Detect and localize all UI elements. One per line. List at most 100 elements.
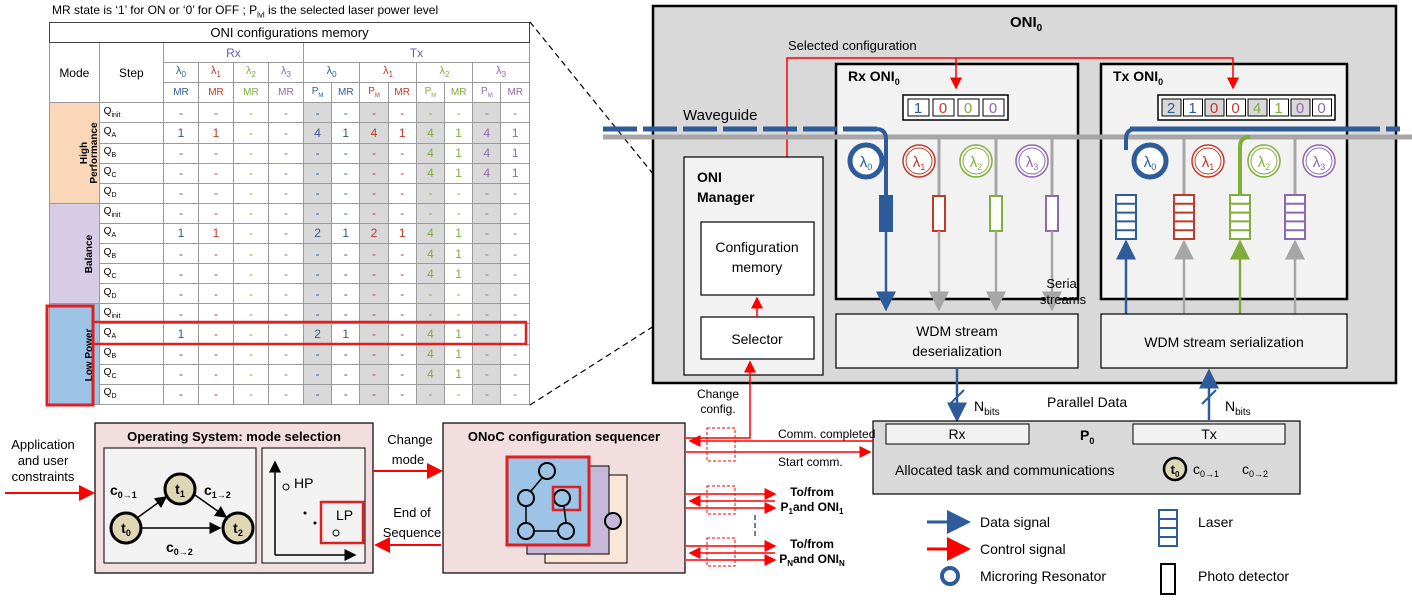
low-power-mode-highlight [45, 304, 95, 407]
task-t1-node [163, 472, 197, 506]
task-t0-node [1162, 456, 1188, 482]
tx-ring-label: λ1 [1202, 154, 1215, 172]
tx-ring-label: λ0 [1144, 154, 1157, 172]
tx-lambda-header: λ1 [359, 62, 417, 84]
table-cell: - [472, 202, 502, 224]
table-cell: - [359, 283, 389, 305]
sequencer-title: ONoC configuration sequencer [468, 429, 660, 444]
tx-bit: 0 [1296, 100, 1304, 117]
tx-bit-cell [1183, 98, 1203, 117]
table-cell: - [472, 102, 502, 124]
tx-bit-cell [1290, 98, 1311, 117]
table-cell: - [359, 102, 389, 124]
table-cell: 4 [472, 162, 502, 184]
table-cell: - [302, 202, 333, 224]
rx-bit-cell [982, 98, 1005, 117]
legend-microring: Microring Resonator [980, 568, 1106, 584]
task-t2-node [221, 511, 255, 545]
table-cell: - [359, 182, 389, 204]
table-cell: - [359, 263, 389, 285]
n-bits-rx: Nbits [974, 398, 1000, 418]
svg-text:t2: t2 [233, 520, 243, 538]
rx-photodetector-0 [879, 195, 893, 232]
rx-oni-label: Rx ONI0 [848, 68, 900, 87]
tx-bit-cell [1226, 98, 1246, 117]
tx-microring-2 [1247, 144, 1281, 178]
tx-bit-cell [1269, 98, 1289, 117]
legend-laser-icon [1158, 509, 1178, 547]
tx-ring-label: λ3 [1313, 154, 1326, 172]
mode-plot-panel [261, 447, 366, 564]
table-cell: - [359, 323, 389, 345]
rx-bit: 0 [939, 100, 947, 117]
wdm-serialization-label: WDM stream serialization [1144, 334, 1303, 350]
hp-label: HP [294, 475, 313, 491]
table-cell: - [302, 283, 333, 305]
table-cell: - [359, 343, 389, 365]
mode-label: Low Power [49, 303, 100, 405]
svg-text:t0: t0 [121, 520, 131, 538]
tx-header: Tx [302, 42, 531, 64]
rx-ring-label: λ1 [913, 154, 926, 172]
rx-bit: 1 [914, 100, 922, 117]
table-cell: - [500, 383, 530, 406]
table-cell: - [359, 142, 389, 164]
rx-photodetector-2 [989, 195, 1003, 232]
table-cell: - [415, 383, 446, 406]
rx-photodetector-1 [932, 195, 946, 232]
os-title: Operating System: mode selection [127, 429, 341, 444]
table-cell: - [500, 202, 530, 224]
table-cell: 4 [415, 263, 446, 285]
mode-header: Mode [49, 42, 100, 104]
tx-oni-label: Tx ONI0 [1113, 68, 1163, 87]
comm-c01: c0→1 [1193, 461, 1219, 479]
lp-highlight [319, 500, 365, 545]
legend-microring-icon [940, 566, 960, 586]
rx-microring-3 [1015, 144, 1049, 178]
low-power-qa-row-highlight [91, 320, 528, 346]
tx-laser-1 [1173, 194, 1195, 240]
table-cell: - [302, 162, 333, 184]
comm-completed-label: Comm. completed [778, 427, 875, 441]
rx-bit-cell [932, 98, 955, 117]
table-cell: 2 [302, 323, 333, 345]
tx-bit: 4 [1253, 100, 1261, 117]
waveguide-label: Waveguide [683, 107, 758, 124]
task-t0-node [109, 511, 143, 545]
table-cell: 4 [415, 142, 446, 164]
tx-bit: 1 [1188, 100, 1196, 117]
table-cell: 4 [415, 162, 446, 184]
p0-rx-label: Rx [948, 426, 965, 442]
rx-microring-2 [959, 144, 993, 178]
mode-label: High Performance [49, 102, 100, 204]
selector-label: Selector [731, 331, 783, 347]
table-cell: - [302, 383, 333, 406]
tx-microring-1 [1191, 144, 1225, 178]
wdm-serialization-box [1100, 313, 1348, 369]
rx-microring-1 [902, 144, 936, 178]
tx-bit: 0 [1317, 100, 1325, 117]
table-cell: 4 [415, 122, 446, 144]
edge-c02: c0→2 [166, 539, 193, 557]
table-cell: - [302, 363, 333, 385]
rx-bit: 0 [964, 100, 972, 117]
n-bits-tx: Nbits [1225, 398, 1251, 418]
table-cell: 4 [415, 243, 446, 265]
edge-c12: c1→2 [204, 482, 231, 500]
table-cell: - [472, 263, 502, 285]
p0-tx-label: Tx [1201, 426, 1217, 442]
tx-pm-header: PM [472, 82, 502, 104]
tx-bit: 0 [1210, 100, 1218, 117]
svg-text:t0: t0 [1171, 462, 1180, 479]
tx-laser-0 [1115, 194, 1137, 240]
tx-laser-3 [1284, 194, 1306, 240]
